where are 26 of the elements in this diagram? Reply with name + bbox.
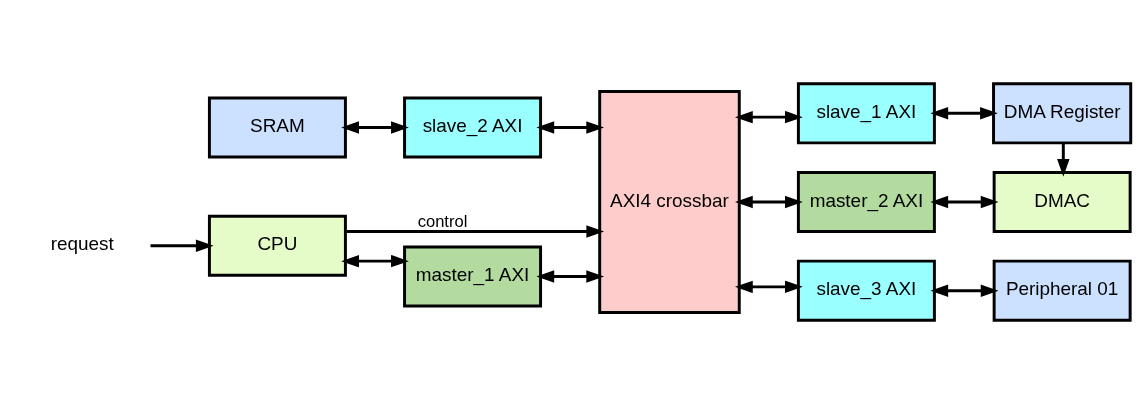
node-box: slave_1 AXI <box>796 82 936 145</box>
arrow <box>930 195 999 209</box>
arrow <box>1057 143 1070 177</box>
node-box: master_1 AXI <box>403 245 543 308</box>
node-box: DMA Register <box>992 82 1133 145</box>
arrow <box>536 270 605 283</box>
node-box: slave_3 AXI <box>796 259 936 322</box>
node-text: request <box>50 233 114 255</box>
arrow <box>930 284 999 297</box>
node-box: slave_2 AXI <box>403 96 543 159</box>
arrow <box>536 121 605 134</box>
node-box: master_2 AXI <box>796 170 936 234</box>
node-box: DMAC <box>992 170 1132 234</box>
node-box: SRAM <box>207 96 347 159</box>
edge-label: control <box>417 212 468 232</box>
arrow <box>150 239 214 252</box>
node-box: CPU <box>207 214 347 277</box>
node-box: Peripheral 01 <box>992 259 1132 322</box>
arrow <box>734 195 803 209</box>
arrow <box>345 225 605 238</box>
arrow <box>341 121 409 134</box>
arrow <box>734 280 803 294</box>
arrow <box>734 110 803 124</box>
arrow <box>930 107 998 120</box>
node-box: AXI4 crossbar <box>598 89 741 315</box>
arrow <box>341 254 409 268</box>
